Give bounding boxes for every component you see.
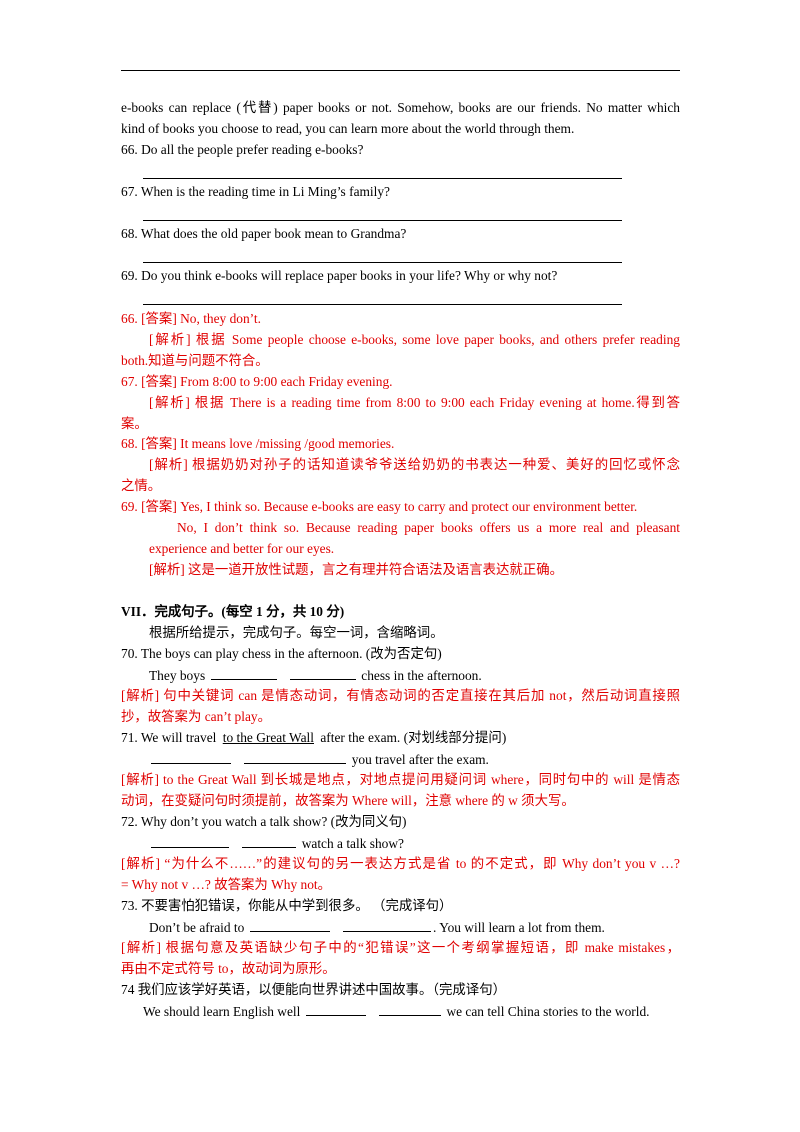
- answer-69-alt: No, I don’t think so. Because reading pa…: [177, 520, 680, 535]
- question-72: 72. Why don’t you watch a talk show? (改为…: [121, 814, 407, 829]
- blank[interactable]: [305, 1003, 366, 1016]
- blank[interactable]: [151, 751, 231, 764]
- explanation-67-cont: 案。: [121, 416, 148, 431]
- answer-68: 68. [答案] It means love /missing /good me…: [121, 436, 395, 451]
- fill-text: . You will learn a lot from them.: [433, 920, 605, 935]
- fill-in-73: Don’t be afraid to . You will learn a lo…: [149, 919, 605, 936]
- question-73: 73. 不要害怕犯错误，你能从中学到很多。 （完成译句）: [121, 898, 453, 913]
- answer-line-67[interactable]: [143, 220, 622, 221]
- fill-text: we can tell China stories to the world.: [446, 1004, 650, 1019]
- question-69: 69. Do you think e-books will replace pa…: [121, 268, 558, 283]
- explanation-70: [解析] 句中关键词 can 是情态动词，有情态动词的否定直接在其后加 not，…: [121, 688, 680, 703]
- underlined-phrase: to the Great Wall: [222, 730, 314, 745]
- passage-line: kind of books you choose to read, you ca…: [121, 121, 575, 136]
- explanation-69: [解析] 这是一道开放性试题，言之有理并符合语法及语言表达就正确。: [149, 562, 563, 577]
- blank[interactable]: [151, 835, 229, 848]
- explanation-68: [解析] 根据奶奶对孙子的话知道读爷爷送给奶奶的书表达一种爱、美好的回忆或怀念: [149, 457, 680, 472]
- question-66: 66. Do all the people prefer reading e-b…: [121, 142, 364, 157]
- answer-69: 69. [答案] Yes, I think so. Because e-book…: [121, 499, 638, 514]
- answer-67: 67. [答案] From 8:00 to 9:00 each Friday e…: [121, 374, 393, 389]
- blank[interactable]: [379, 1003, 442, 1016]
- fill-text: Don’t be afraid to: [149, 920, 245, 935]
- fill-in-72: watch a talk show?: [149, 835, 404, 852]
- explanation-72: [解析] “为什么不……”的建议句的另一表达方式是省 to 的不定式，即 Why…: [121, 856, 680, 871]
- blank[interactable]: [242, 835, 297, 848]
- question-71: 71. We will travel to the Great Wall aft…: [121, 730, 506, 746]
- explanation-73: [解析] 根据句意及英语缺少句子中的“犯错误”这一个考纲掌握短语，即 make …: [121, 940, 680, 955]
- question-68: 68. What does the old paper book mean to…: [121, 226, 407, 241]
- answer-69-alt-cont: experience and better for our eyes.: [149, 541, 335, 556]
- question-70: 70. The boys can play chess in the after…: [121, 646, 442, 661]
- explanation-72-cont: = Why not v …? 故答案为 Why not。: [121, 877, 332, 892]
- answer-line-69[interactable]: [143, 304, 622, 305]
- blank[interactable]: [343, 919, 432, 932]
- explanation-71-cont: 动词，在变疑问句时须提前，故答案为 Where will，注意 where 的 …: [121, 793, 575, 808]
- fill-text: chess in the afternoon.: [361, 668, 482, 683]
- fill-text: We should learn English well: [143, 1004, 301, 1019]
- explanation-66: [解析] 根据 Some people choose e-books, some…: [149, 332, 680, 347]
- answer-line-66[interactable]: [143, 178, 622, 179]
- blank[interactable]: [244, 751, 347, 764]
- question-text: after the exam. (对划线部分提问): [320, 730, 507, 745]
- blank[interactable]: [289, 667, 356, 680]
- header-rule: [121, 70, 680, 71]
- explanation-73-cont: 再由不定式符号 to，故动词为原形。: [121, 961, 336, 976]
- fill-in-70: They boys chess in the afternoon.: [149, 667, 482, 684]
- explanation-67: [解析] 根据 There is a reading time from 8:0…: [149, 395, 680, 410]
- blank[interactable]: [210, 667, 277, 680]
- section-instruction: 根据所给提示，完成句子。每空一词，含缩略词。: [149, 625, 444, 640]
- question-text: 71. We will travel: [121, 730, 217, 745]
- passage-line: e-books can replace (代替) paper books or …: [121, 100, 680, 115]
- blank[interactable]: [249, 919, 330, 932]
- explanation-70-cont: 抄，故答案为 can’t play。: [121, 709, 272, 724]
- section-heading: VII．完成句子。(每空 1 分，共 10 分): [121, 604, 345, 619]
- fill-text: watch a talk show?: [301, 836, 404, 851]
- fill-text: They boys: [149, 668, 206, 683]
- fill-in-71: you travel after the exam.: [149, 751, 489, 768]
- explanation-68-cont: 之情。: [121, 478, 162, 493]
- explanation-66-cont: both.知道与问题不符合。: [121, 353, 269, 368]
- answer-66: 66. [答案] No, they don’t.: [121, 311, 261, 326]
- question-67: 67. When is the reading time in Li Ming’…: [121, 184, 391, 199]
- answer-line-68[interactable]: [143, 262, 622, 263]
- question-74: 74 我们应该学好英语，以便能向世界讲述中国故事。（完成译句）: [121, 982, 506, 997]
- explanation-71: [解析] to the Great Wall 到长城是地点，对地点提问用疑问词 …: [121, 772, 680, 787]
- fill-in-74: We should learn English well we can tell…: [143, 1003, 649, 1020]
- fill-text: you travel after the exam.: [351, 752, 489, 767]
